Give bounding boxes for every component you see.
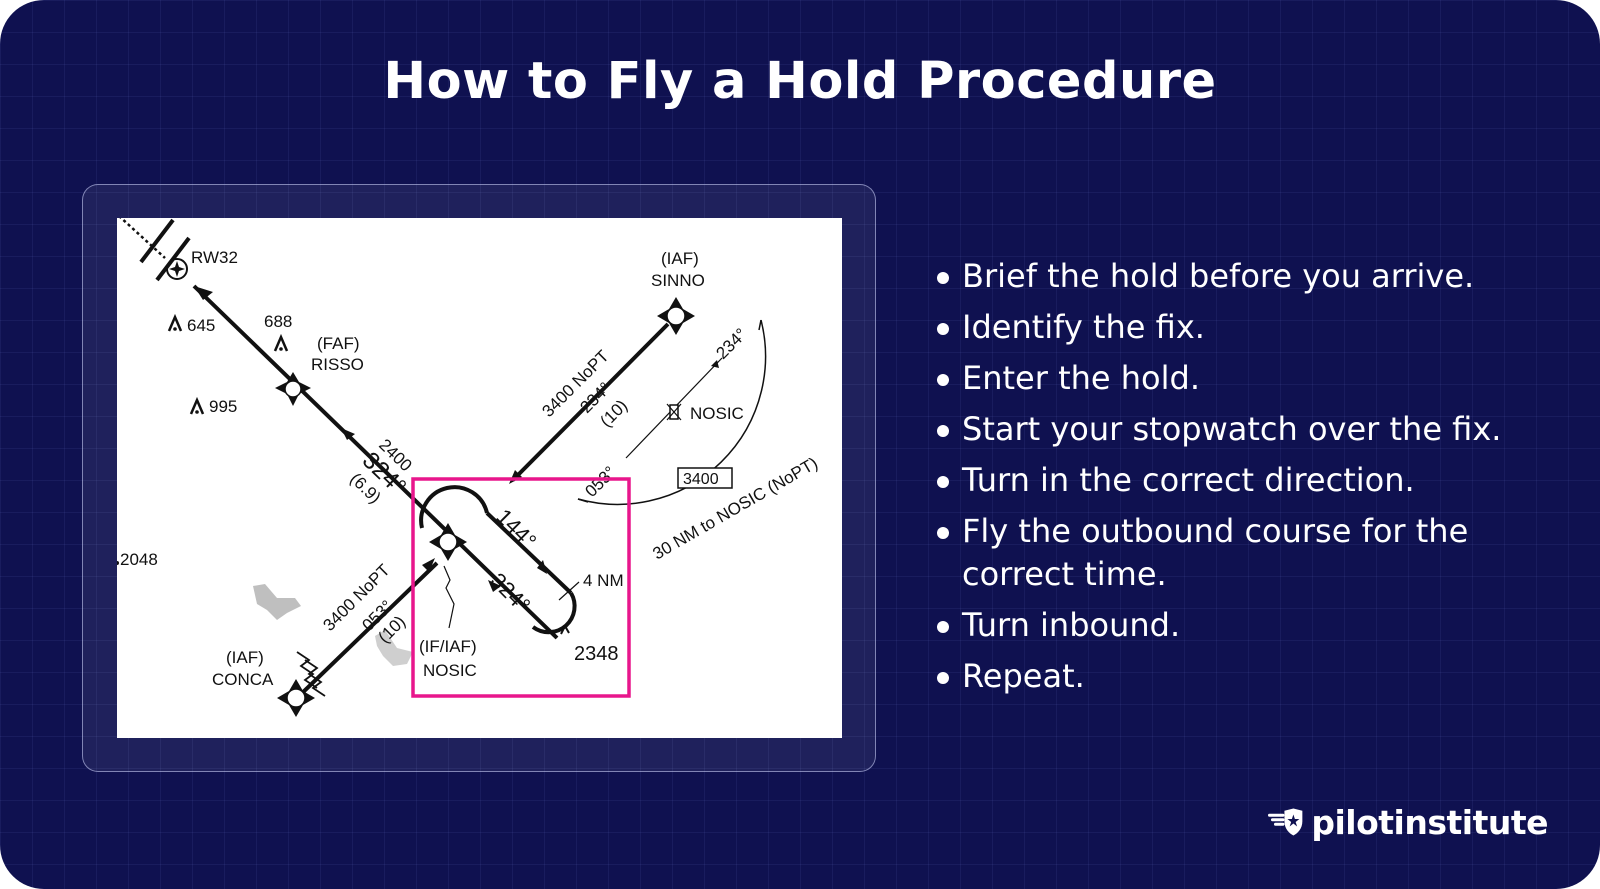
arc-053-label: 053° <box>581 463 619 501</box>
step-item: Start your stopwatch over the fix. <box>937 408 1577 451</box>
hold-outbound-course-label: 144° <box>491 504 541 554</box>
msa-box <box>677 467 733 489</box>
hold-length-label: 4 NM <box>583 571 624 590</box>
nosic-iaf-waypoint-icon <box>429 523 467 561</box>
obstacle-2048: 2048 <box>117 550 158 569</box>
nosic-hold-fix-label: NOSIC <box>690 404 744 423</box>
hold-outbound-arrow-icon <box>537 560 547 574</box>
hold-inbound-arrow-icon <box>488 580 501 592</box>
step-item: Turn in the correct direction. <box>937 459 1577 502</box>
hold-turn-north <box>419 485 489 529</box>
conca-waypoint-icon <box>277 679 315 717</box>
hold-altitude-label: 2348 <box>574 643 619 665</box>
sinno-iaf-label: (IAF) <box>661 249 699 268</box>
nosic-stepdown-fix-icon <box>666 403 682 421</box>
arc-start-tick <box>577 498 589 503</box>
final-course-arrowhead <box>194 286 213 300</box>
step-item: Fly the outbound course for the correct … <box>937 510 1577 596</box>
sinno-label: SINNO <box>651 271 705 290</box>
risso-label: RISSO <box>311 355 364 374</box>
msa-box-label: 3400 <box>683 471 719 488</box>
arc-234-label: 234° <box>712 325 750 363</box>
sinno-waypoint-icon <box>657 297 695 335</box>
risso-faf-label: (FAF) <box>317 334 360 353</box>
risso-waypoint-icon <box>275 372 311 406</box>
obstacle-688-label: 688 <box>264 312 292 331</box>
page-title: How to Fly a Hold Procedure <box>383 52 1217 111</box>
final-approach-course <box>192 284 559 640</box>
dme-arc <box>577 319 767 506</box>
obstacle-995-label: 995 <box>209 397 237 416</box>
approach-chart-svg: RW32 645 688 995 20 <box>117 218 821 717</box>
step-item: Repeat. <box>937 655 1577 698</box>
nosic-label: NOSIC <box>423 661 477 680</box>
lake-shape-1 <box>253 584 301 620</box>
step-item: Enter the hold. <box>937 357 1577 400</box>
rw32-label: RW32 <box>191 248 238 267</box>
hold-turn-south <box>531 591 577 635</box>
conca-label: CONCA <box>212 670 274 689</box>
brand-name: pilotinstitute <box>1311 802 1548 842</box>
arc-distance-label: 30 NM to NOSIC (NoPT) <box>650 453 821 563</box>
hold-highlight-box <box>411 477 631 698</box>
nosic-leader-line <box>443 565 455 629</box>
approach-chart: RW32 645 688 995 20 <box>117 218 842 738</box>
step-item: Identify the fix. <box>937 306 1577 349</box>
steps-list: Brief the hold before you arrive. Identi… <box>937 255 1577 706</box>
hold-2348-marker-icon <box>560 625 570 635</box>
obstacle-688: 688 <box>264 312 292 352</box>
conca-course-arrow-icon <box>422 558 435 572</box>
obstacle-995: 995 <box>189 396 237 416</box>
sinno-transition-course <box>511 322 670 482</box>
obstacle-2048-label: 2048 <box>120 550 158 569</box>
nosic-ifiaf-label: (IF/IAF) <box>419 637 477 656</box>
arc-end-tick <box>758 319 762 331</box>
lake-shape-2 <box>375 630 413 666</box>
terrain-symbols <box>296 651 326 697</box>
winged-star-shield-icon <box>1268 808 1303 836</box>
step-item: Turn inbound. <box>937 604 1577 647</box>
step-item: Brief the hold before you arrive. <box>937 255 1577 298</box>
obstacle-645-label: 645 <box>187 316 215 335</box>
hold-outbound-leg <box>485 511 573 595</box>
hold-length-leader <box>558 581 580 601</box>
rw32-fix-icon <box>166 258 188 280</box>
final-course-arrow-icon <box>341 428 355 440</box>
obstacle-645: 645 <box>167 313 215 335</box>
brand-logo: pilotinstitute <box>1268 797 1548 847</box>
arc-radial-arrow-icon <box>711 360 719 368</box>
conca-iaf-label: (IAF) <box>226 648 264 667</box>
